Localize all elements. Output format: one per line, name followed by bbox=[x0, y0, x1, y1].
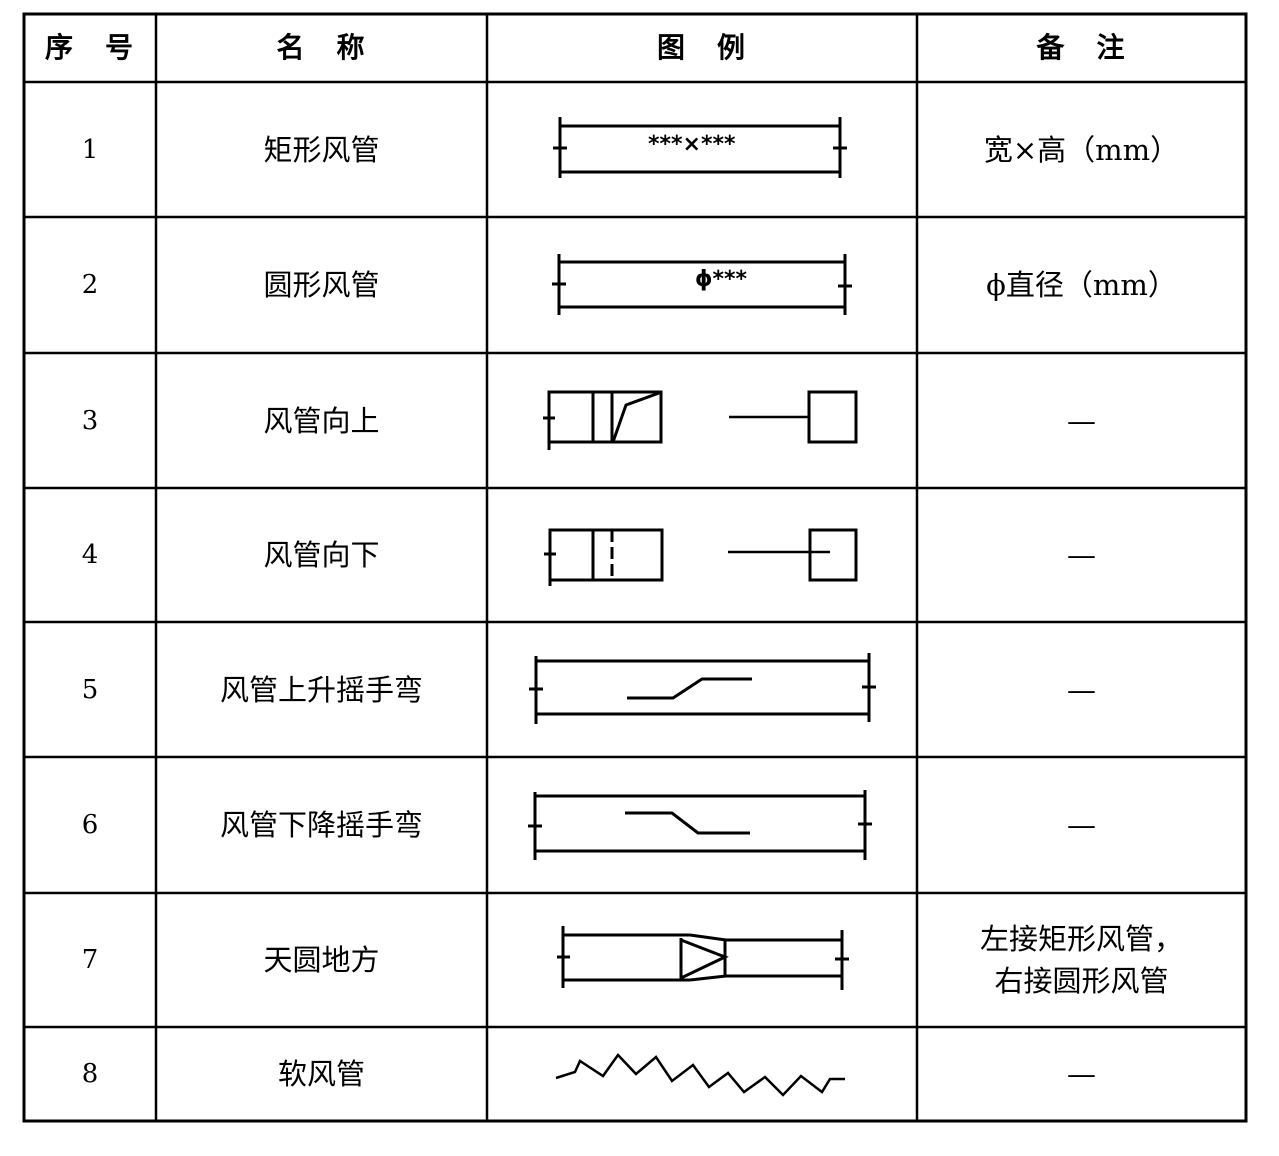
row-name: 风管向下 bbox=[263, 538, 380, 572]
row-index: 7 bbox=[81, 945, 99, 975]
round-duct-symbol bbox=[552, 254, 852, 315]
round-duct-size-label: ϕ*** bbox=[695, 267, 748, 292]
row-note: — bbox=[1067, 403, 1096, 438]
row-note: — bbox=[1067, 672, 1096, 707]
square-to-round-transition-symbol bbox=[557, 926, 849, 990]
row-dividers bbox=[24, 80, 1246, 1029]
rectangular-duct-size-label: ***×*** bbox=[648, 132, 736, 157]
row-note-line: 左接矩形风管， bbox=[979, 922, 1183, 956]
row-index: 6 bbox=[81, 810, 99, 840]
header-name: 名 称 bbox=[276, 31, 367, 64]
row-note: ϕ直径（mm） bbox=[986, 268, 1177, 302]
row-name: 风管上升摇手弯 bbox=[219, 672, 423, 707]
row-note: 左接矩形风管， 右接圆形风管 bbox=[917, 893, 1246, 1027]
duct-down-symbol bbox=[544, 528, 858, 586]
row-note: — bbox=[1067, 538, 1096, 572]
row-name: 风管向上 bbox=[263, 403, 380, 438]
row-index: 2 bbox=[81, 270, 99, 300]
row-note: — bbox=[1067, 1057, 1096, 1091]
header-note: 备 注 bbox=[1036, 31, 1127, 64]
row-note: — bbox=[1067, 808, 1096, 842]
rectangular-duct-symbol bbox=[553, 117, 847, 178]
row-index: 3 bbox=[81, 405, 99, 436]
duct-up-symbol bbox=[543, 390, 858, 450]
column-dividers bbox=[154, 14, 919, 1121]
row-note: 宽×高（mm） bbox=[983, 132, 1180, 167]
row-name: 软风管 bbox=[277, 1057, 365, 1091]
header-index: 序 号 bbox=[44, 31, 135, 64]
row-name: 圆形风管 bbox=[263, 268, 380, 302]
row-name: 天圆地方 bbox=[263, 943, 380, 977]
flexible-duct-symbol bbox=[555, 1053, 845, 1097]
row-note-line: 右接圆形风管 bbox=[994, 964, 1169, 998]
row-name: 矩形风管 bbox=[263, 132, 380, 167]
duct-falling-offset-symbol bbox=[528, 790, 872, 860]
header-symbol: 图 例 bbox=[656, 31, 747, 64]
row-index: 4 bbox=[81, 540, 99, 570]
row-index: 8 bbox=[81, 1059, 99, 1089]
duct-rising-offset-symbol bbox=[529, 653, 876, 724]
row-index: 5 bbox=[81, 674, 99, 705]
row-name: 风管下降摇手弯 bbox=[219, 808, 423, 842]
row-index: 1 bbox=[81, 134, 99, 165]
